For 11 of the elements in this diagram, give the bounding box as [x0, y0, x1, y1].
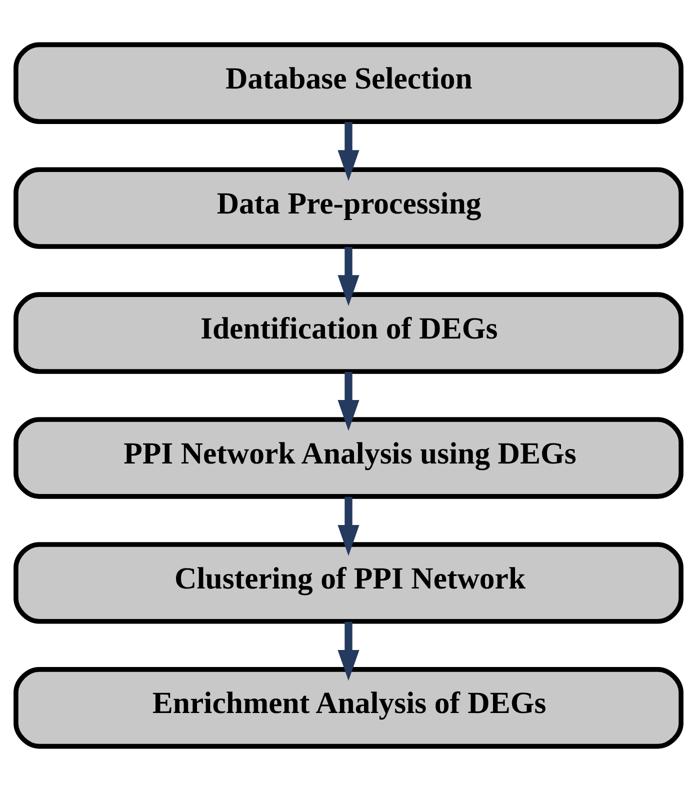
node-box: Clustering of PPI Network	[14, 542, 684, 624]
node-box: Data Pre-processing	[14, 166, 684, 248]
arrow	[338, 246, 360, 306]
node-box: PPI Network Analysis using DEGs	[14, 416, 684, 498]
node-box: Enrichment Analysis of DEGs	[14, 666, 684, 748]
node-box: Database Selection	[14, 42, 684, 124]
arrow	[338, 496, 360, 556]
node-box: Identification of DEGs	[14, 292, 684, 374]
arrow	[338, 621, 360, 680]
arrow	[338, 371, 360, 430]
arrow	[338, 122, 360, 181]
